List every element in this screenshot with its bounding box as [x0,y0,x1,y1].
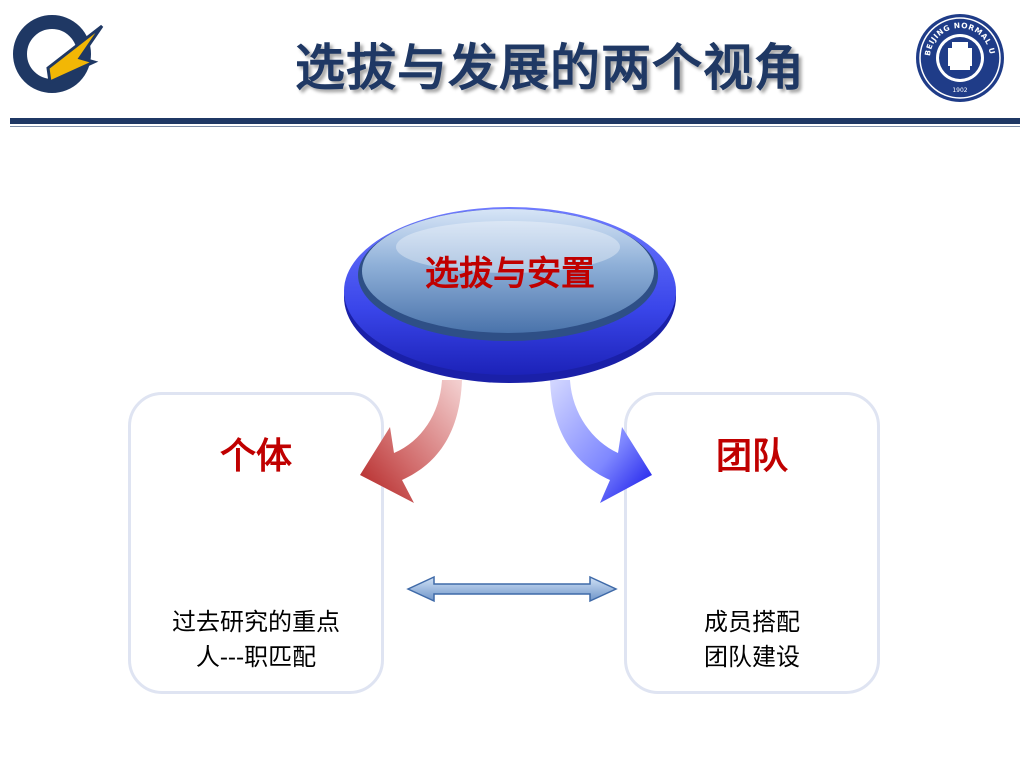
team-line-1: 成员搭配 [627,605,877,640]
seal-year: 1902 [952,87,967,94]
arrow-to-individual-icon [360,380,462,503]
selection-placement-button: 选拔与安置 [360,246,660,295]
title-divider-thin [10,126,1020,127]
page-title: 选拔与发展的两个视角 [0,28,1024,100]
individual-line-1: 过去研究的重点 [131,605,381,640]
double-arrow-icon [406,575,618,603]
arrow-to-team-icon [550,380,652,503]
individual-line-2: 人---职匹配 [131,640,381,675]
title-divider [10,118,1020,124]
team-description: 成员搭配 团队建设 [627,605,877,675]
individual-description: 过去研究的重点 人---职匹配 [131,605,381,675]
team-line-2: 团队建设 [627,640,877,675]
university-seal-icon: BEIJING NORMAL UNIVERSITY 1902 [914,12,1006,104]
